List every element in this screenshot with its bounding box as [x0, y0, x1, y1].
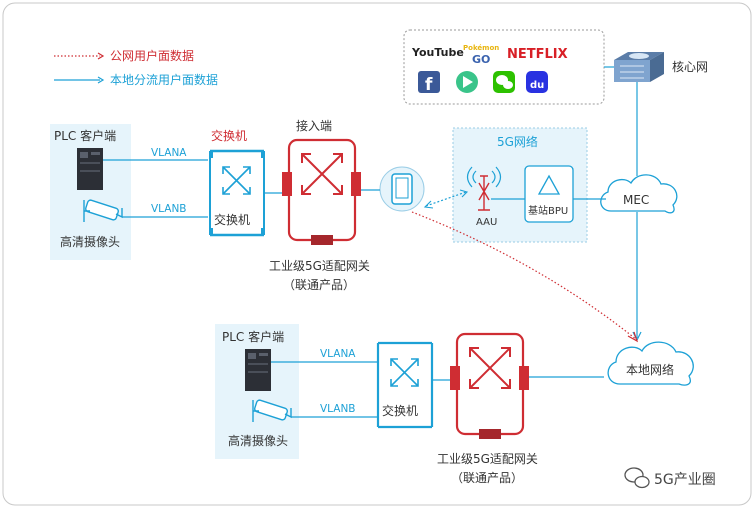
public-data-path	[411, 211, 638, 341]
legend-local-label: 本地分流用户面数据	[110, 72, 218, 87]
top-access-label: 接入端	[296, 118, 332, 133]
watermark: 5G产业圈	[624, 467, 716, 489]
svg-text:Pokémon: Pokémon	[463, 44, 499, 52]
bottom-device-panel	[215, 324, 299, 459]
bottom-camera-icon	[252, 399, 292, 422]
wireless-link	[425, 191, 467, 207]
bottom-vlanb-label: VLANB	[320, 403, 356, 415]
wireless-arrow-left	[423, 200, 434, 209]
bottom-switch-arrows-icon	[390, 358, 419, 387]
netflix-logo: NETFLIX	[507, 47, 568, 62]
core-network: 核心网	[604, 52, 708, 82]
bbu-label: 基站BPU	[528, 204, 568, 217]
local-network-label: 本地网络	[626, 362, 674, 377]
watermark-text: 5G产业圈	[654, 472, 716, 488]
top-gateway	[282, 138, 361, 245]
top-plc-icon	[77, 148, 103, 190]
top-gateway-arrows-icon	[301, 153, 343, 195]
wireless-arrow-right	[459, 189, 469, 198]
mec-label: MEC	[623, 193, 649, 207]
bbu-triangle-icon	[537, 174, 561, 195]
bottom-camera-label: 高清摄像头	[228, 433, 288, 448]
top-camera-label: 高清摄像头	[60, 234, 120, 249]
svg-text:du: du	[530, 80, 544, 91]
cpe-device-icon	[379, 166, 425, 212]
top-vlana-label: VLANA	[151, 147, 187, 159]
bottom-switch: 交换机	[376, 341, 434, 429]
svg-text:f: f	[425, 75, 433, 95]
legend-public-label: 公网用户面数据	[110, 48, 194, 63]
bottom-product-label: （联通产品）	[451, 471, 523, 485]
bottom-gateway	[450, 332, 529, 439]
legend-local-arrow	[97, 76, 105, 84]
top-switch: 交换机	[209, 149, 265, 237]
play-icon	[456, 71, 478, 93]
top-device-panel	[50, 124, 131, 260]
apps-panel: YouTube Pokémon GO NETFLIX f du	[403, 29, 605, 105]
top-switch-title: 交换机	[211, 128, 247, 143]
fiveg-network-panel: 5G网络 AAU 基站BPU	[452, 127, 588, 243]
top-switch-arrows-icon	[222, 166, 251, 195]
bottom-gateway-label: 工业级5G适配网关	[437, 452, 538, 466]
top-site: PLC 客户端 高清摄像头 VLANA VLANB 交换机	[50, 118, 380, 292]
svg-text:GO: GO	[472, 53, 490, 66]
bottom-gateway-arrows-icon	[469, 347, 511, 389]
wechat-watermark-icon	[624, 467, 650, 489]
fiveg-title: 5G网络	[497, 134, 538, 149]
svg-text:YouTube: YouTube	[411, 46, 464, 59]
mec-cloud: MEC	[600, 174, 678, 214]
top-plc-label: PLC 客户端	[54, 128, 116, 143]
baidu-icon: du	[526, 71, 548, 93]
bottom-plc-label: PLC 客户端	[222, 329, 284, 344]
pokemon-go-logo: Pokémon GO	[463, 44, 499, 66]
top-vlanb-label: VLANB	[151, 203, 187, 215]
public-data-arrow	[627, 331, 639, 343]
legend-public-arrow	[97, 52, 105, 60]
wechat-icon	[493, 71, 515, 93]
legend: 公网用户面数据 本地分流用户面数据	[54, 48, 218, 87]
youtube-logo: YouTube	[411, 46, 464, 59]
router-icon	[614, 52, 664, 82]
bottom-switch-label: 交换机	[382, 403, 418, 418]
top-switch-label: 交换机	[214, 212, 250, 227]
aau-label: AAU	[476, 217, 497, 228]
facebook-icon: f	[418, 71, 440, 95]
bottom-vlana-label: VLANA	[320, 348, 356, 360]
core-network-label: 核心网	[672, 60, 708, 74]
local-network-cloud: 本地网络	[607, 341, 694, 386]
bottom-plc-icon	[245, 349, 271, 391]
top-product-label: （联通产品）	[283, 278, 355, 292]
bottom-site: PLC 客户端 高清摄像头 VLANA VLANB 交换机	[215, 324, 604, 485]
svg-text:NETFLIX: NETFLIX	[507, 47, 568, 62]
top-gateway-label: 工业级5G适配网关	[269, 259, 370, 273]
aau-antenna-icon	[466, 166, 502, 211]
